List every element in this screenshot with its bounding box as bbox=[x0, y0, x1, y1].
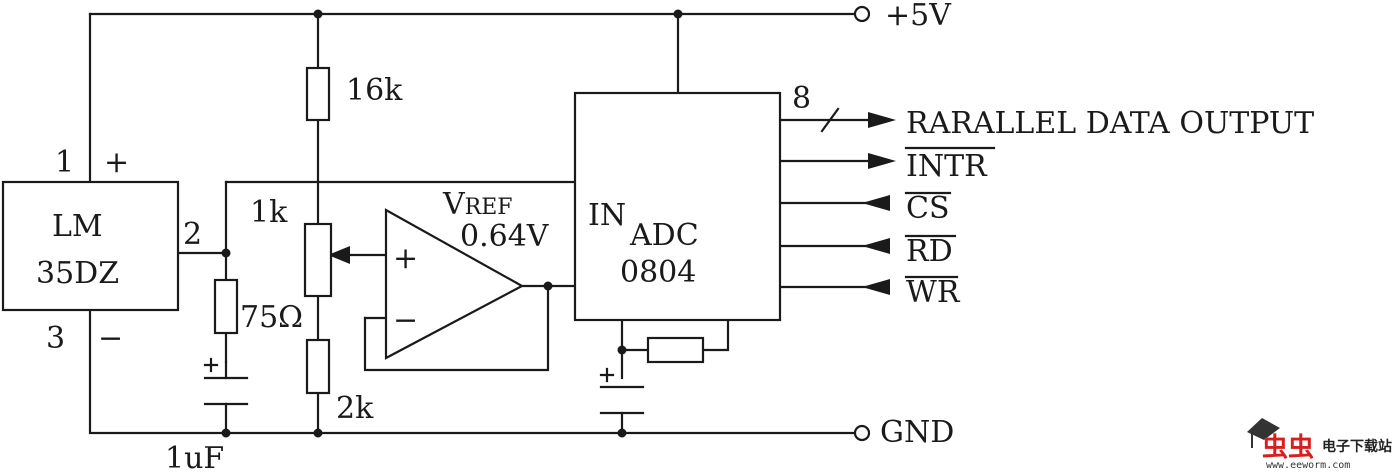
ground-label: GND bbox=[880, 415, 954, 450]
wires bbox=[88, 12, 996, 435]
junction-dots bbox=[221, 9, 683, 438]
bus-width-label: 8 bbox=[792, 81, 811, 116]
pin1-label: 1 bbox=[55, 145, 74, 180]
watermark-url: www.eeworm.com bbox=[1266, 460, 1350, 471]
cs-label: CS bbox=[906, 191, 950, 226]
vref-label: VREF bbox=[442, 187, 513, 222]
pin3-sign: − bbox=[98, 321, 123, 356]
feedback-wire bbox=[363, 284, 550, 372]
sensor-name-line1: LM bbox=[52, 209, 103, 244]
supply-label: +5V bbox=[885, 0, 952, 33]
lm35dz-sensor bbox=[1, 180, 180, 312]
pin2-label: 2 bbox=[183, 217, 202, 252]
rd-label: RD bbox=[906, 234, 953, 269]
watermark: 虫虫 电子下载站 www.eeworm.com bbox=[1247, 418, 1392, 471]
data-output-label: RARALLEL DATA OUTPUT bbox=[906, 106, 1314, 141]
cap-label: 1uF bbox=[165, 441, 224, 472]
ground-rail bbox=[88, 308, 857, 435]
r2k-label: 2k bbox=[336, 391, 374, 426]
capacitor-1uf bbox=[203, 357, 249, 406]
bus-slash bbox=[820, 107, 840, 133]
pot-label: 1k bbox=[250, 195, 288, 230]
adc-name-line1: ADC bbox=[629, 218, 699, 253]
wr-in-arrow bbox=[862, 279, 890, 295]
resistor-2k bbox=[305, 338, 331, 395]
pin1-sign: + bbox=[104, 145, 129, 180]
labels: +5V GND LM 35DZ 1 + 2 3 − 16k 1k 2k 75Ω … bbox=[36, 0, 1314, 472]
watermark-brand: 虫虫 bbox=[1262, 433, 1314, 463]
opamp-plus-label: + bbox=[393, 241, 418, 276]
adc0804-chip bbox=[573, 91, 782, 322]
potentiometer-1k bbox=[303, 222, 333, 298]
intr-out-arrow bbox=[868, 153, 896, 169]
intr-label: INTR bbox=[906, 149, 988, 184]
grad-cap-icon bbox=[1247, 418, 1280, 440]
rc-right-wire bbox=[701, 318, 730, 352]
arrowheads bbox=[328, 112, 896, 295]
r75-label: 75Ω bbox=[240, 300, 303, 335]
adc-name-line2: 0804 bbox=[620, 255, 696, 290]
watermark-text: 电子下载站 bbox=[1322, 438, 1392, 455]
cs-in-arrow bbox=[862, 195, 890, 211]
sensor-name-line2: 35DZ bbox=[36, 256, 119, 291]
vref-value: 0.64V bbox=[460, 219, 550, 254]
adc-in-label: IN bbox=[588, 198, 626, 233]
capacitor-adc bbox=[599, 367, 645, 415]
wr-label: WR bbox=[906, 275, 961, 310]
opamp-triangle bbox=[384, 208, 525, 360]
resistor-adc-clock bbox=[646, 336, 705, 364]
rd-in-arrow bbox=[862, 238, 890, 254]
wiper-arrow bbox=[328, 246, 350, 264]
opamp-minus-label: − bbox=[393, 303, 418, 338]
supply-terminal bbox=[853, 5, 871, 23]
resistor-16k bbox=[305, 66, 331, 122]
r16k-label: 16k bbox=[346, 73, 403, 108]
pin3-label: 3 bbox=[46, 321, 65, 356]
data-out-arrow bbox=[868, 112, 896, 128]
resistor-75ohm bbox=[213, 278, 239, 335]
ground-terminal bbox=[853, 424, 871, 442]
